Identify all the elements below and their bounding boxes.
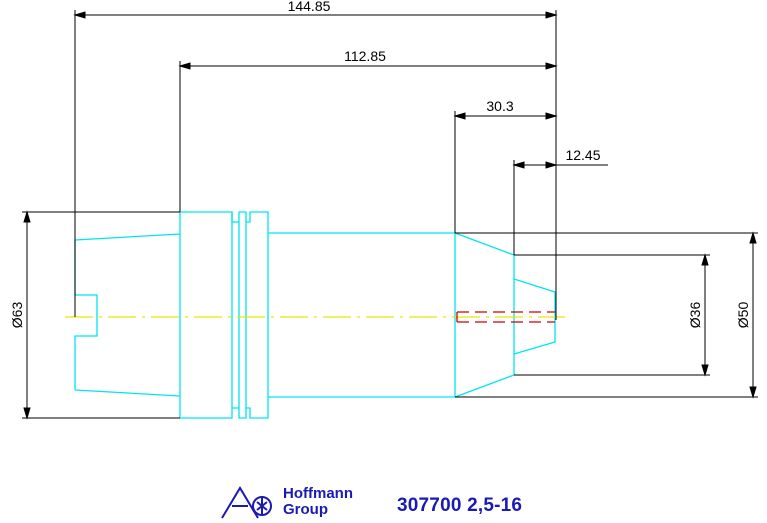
hoffmann-logo-icon bbox=[221, 486, 272, 519]
dim-nose-diameter: Ø50 bbox=[735, 302, 751, 329]
nose-cone bbox=[454, 232, 515, 398]
part-number: 307700 2,5-16 bbox=[397, 495, 523, 516]
part-outline bbox=[74, 211, 556, 419]
hidden-lines bbox=[456, 311, 555, 323]
dim-length-to-flange: 112.85 bbox=[344, 48, 386, 64]
dim-collet-offset: 12.45 bbox=[565, 147, 600, 163]
brand-line-2: Group bbox=[283, 501, 328, 518]
dim-bore-diameter: Ø36 bbox=[687, 302, 703, 329]
flange-groove bbox=[231, 211, 269, 419]
dim-flange-diameter: Ø63 bbox=[9, 302, 25, 329]
flange-block bbox=[180, 211, 233, 419]
dim-nose-length: 30.3 bbox=[486, 98, 513, 114]
rear-taper-body bbox=[74, 212, 181, 418]
brand-name: Hoffmann Group bbox=[283, 486, 353, 518]
brand-line-1: Hoffmann bbox=[283, 485, 353, 502]
neck-body bbox=[268, 232, 455, 398]
flange-groove-lines bbox=[238, 222, 247, 408]
dim-overall-length: 144.85 bbox=[288, 0, 331, 14]
dimension-lines bbox=[22, 10, 758, 420]
